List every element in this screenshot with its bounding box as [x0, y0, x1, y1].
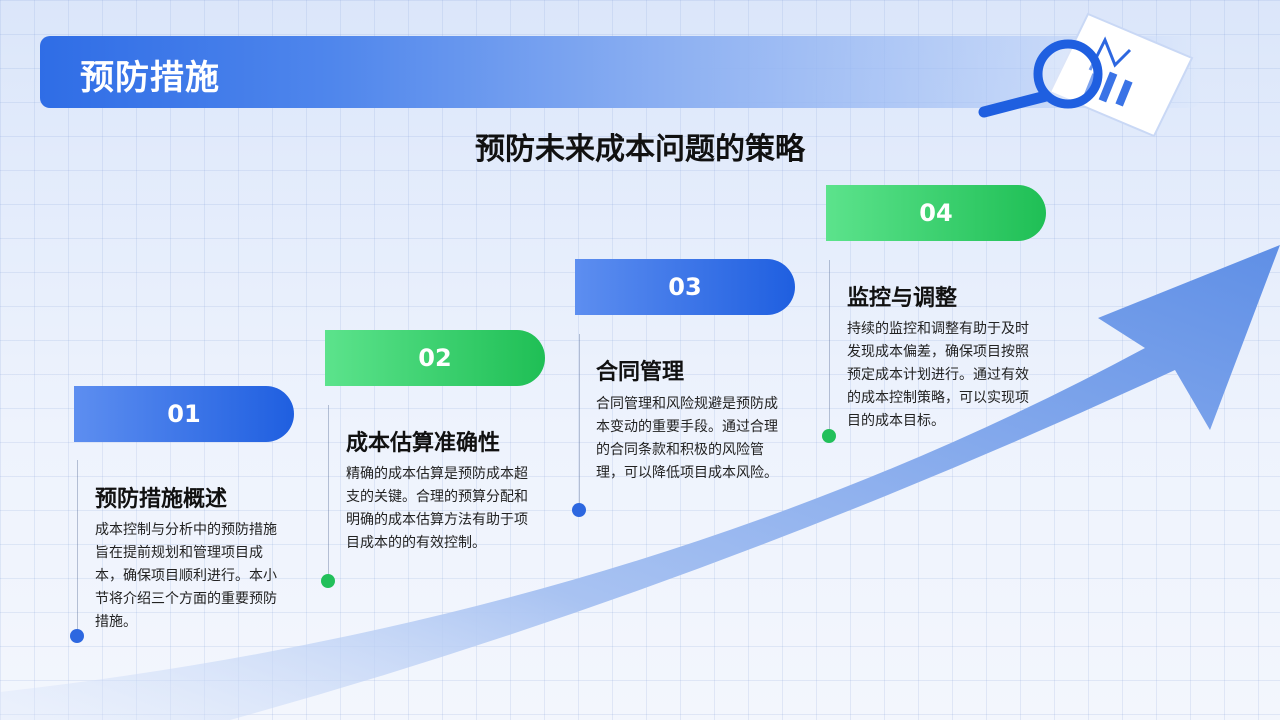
page-title: 预防措施 — [80, 58, 220, 98]
magnifier-chart-illustration — [978, 12, 1194, 138]
step-3-connector-line — [579, 334, 580, 510]
step-3-dot — [572, 503, 586, 517]
step-3-title: 合同管理 — [596, 360, 685, 385]
step-1-description: 成本控制与分析中的预防措施旨在提前规划和管理项目成本，确保项目顺利进行。本小节将… — [95, 522, 277, 630]
step-3-number-pill: 03 — [575, 259, 795, 315]
step-3-description: 合同管理和风险规避是预防成本变动的重要手段。通过合理的合同条款和积极的风险管理，… — [596, 396, 778, 481]
step-4-connector-line — [829, 260, 830, 436]
magnifier-icon — [978, 39, 1103, 118]
section-subtitle: 预防未来成本问题的策略 — [475, 132, 805, 167]
step-2-title: 成本估算准确性 — [346, 431, 501, 456]
step-1-number-pill: 01 — [74, 386, 294, 442]
step-4-description: 持续的监控和调整有助于及时发现成本偏差，确保项目按照预定成本计划进行。通过有效的… — [847, 321, 1029, 429]
step-2-dot — [321, 574, 335, 588]
step-1-title: 预防措施概述 — [95, 487, 228, 512]
step-1-dot — [70, 629, 84, 643]
step-1-connector-line — [77, 460, 78, 630]
step-4-title: 监控与调整 — [847, 286, 958, 311]
step-4-dot — [822, 429, 836, 443]
header-banner: 预防措施 — [40, 36, 1200, 108]
step-2-description: 精确的成本估算是预防成本超支的关键。合理的预算分配和明确的成本估算方法有助于项目… — [346, 466, 528, 551]
step-2-connector-line — [328, 405, 329, 575]
step-4-number-pill: 04 — [826, 185, 1046, 241]
step-2-number-pill: 02 — [325, 330, 545, 386]
